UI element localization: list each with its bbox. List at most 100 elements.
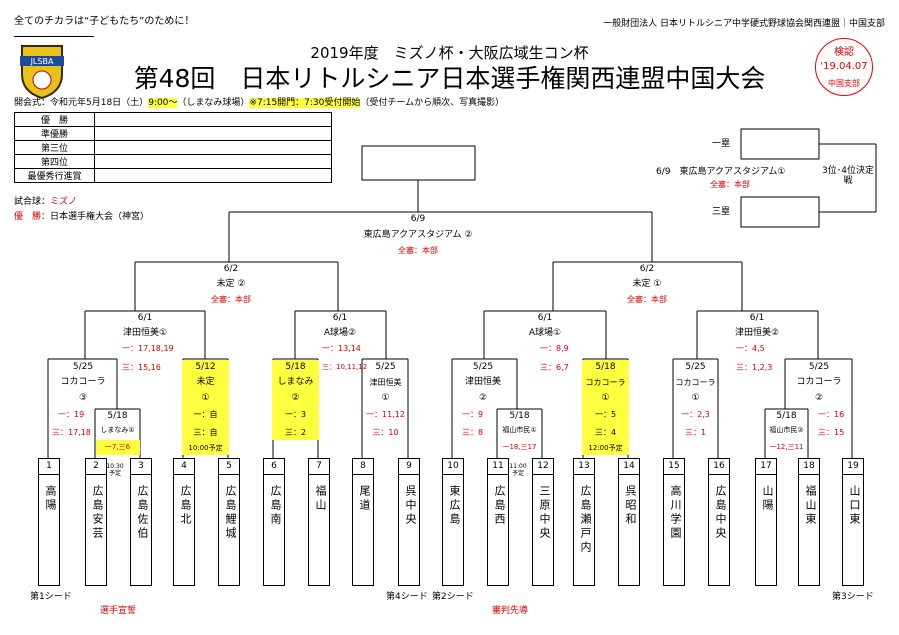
duty-umpire-lead: 審判先導: [492, 606, 529, 616]
team-box: 広島瀬戸内: [573, 474, 595, 586]
r1-2-umpire: 一18,三17: [502, 443, 537, 451]
r2-6-note: 12:00予定: [588, 444, 623, 452]
team-number: 2: [85, 458, 107, 475]
opening-ceremony: 開会式：令和元年5月18日（土）9:00〜（しまなみ球場）※7:15開門：7:3…: [14, 98, 505, 108]
winner-advance: 優 勝：日本選手権大会（神宮）: [14, 212, 150, 222]
third-place-label: 3位･4位決定戦: [822, 166, 874, 186]
team-name: 広島鯉城: [224, 485, 237, 541]
third-place-umpire: 全審：本部: [710, 180, 750, 189]
r2-5-num: ②: [478, 393, 488, 403]
team-number: 9: [398, 458, 420, 475]
seed-4: 第4シード: [386, 592, 428, 602]
team-name: 広島中央: [714, 485, 727, 541]
team-name: 広島西: [493, 485, 506, 527]
r2-8-num: ②: [814, 393, 824, 403]
r2-2-num: ①: [201, 393, 210, 403]
team-box: 広島鯉城: [218, 474, 240, 586]
seed-3: 第3シード: [832, 592, 874, 602]
semi-2-date: 6/2: [639, 264, 655, 274]
team-name: 福山: [314, 485, 327, 513]
r2-2-umpire-3b: 三：自: [193, 428, 218, 437]
team-name: 高川学園: [669, 485, 682, 541]
qf-4-umpire-1b: 一：4,5: [736, 344, 765, 353]
subtitle: 2019年度 ミズノ杯・大阪広域生コン杯: [310, 44, 589, 62]
r1-1-time: 10:30予定: [106, 463, 124, 477]
team-name: 呉昭和: [624, 485, 637, 527]
semi-2-venue: 未定 ①: [632, 279, 662, 289]
qf-4-date: 6/1: [749, 313, 765, 323]
r2-3-num: ②: [291, 393, 300, 403]
team-number: 12: [532, 458, 554, 475]
semi-1-umpire: 全審：本部: [211, 295, 251, 304]
qf-3-date: 6/1: [537, 313, 553, 323]
team-box: 三原中央: [532, 474, 554, 586]
r2-6-venue: コカコーラ: [585, 378, 626, 387]
semi-1-venue: 未定 ②: [216, 279, 246, 289]
team-name: 呉中央: [404, 485, 417, 527]
r2-1-umpire-3b: 三：17,18: [52, 428, 91, 437]
r2-8-umpire-3b: 三：15: [818, 428, 845, 437]
team-name: 広島南: [269, 485, 282, 527]
r2-6-umpire-3b: 三：4: [594, 428, 617, 437]
final-umpire: 全審：本部: [398, 246, 438, 255]
qf-1-date: 6/1: [137, 313, 153, 323]
qf-3-umpire-1b: 一：8,9: [540, 344, 569, 353]
r2-8-umpire-1b: 一：16: [818, 410, 845, 419]
third-place-venue: 6/9 東広島アクアスタジアム①: [656, 167, 786, 177]
r2-2-venue: 未定: [196, 377, 215, 387]
team-box: 山陽: [755, 474, 777, 586]
r1-3-umpire: 一12,三11: [769, 443, 804, 451]
team-name: 尾道: [358, 485, 371, 513]
page-title: 第48回 日本リトルシニア日本選手権関西連盟中国大会: [133, 64, 766, 93]
qf-4-umpire-3b: 三：1,2,3: [736, 363, 773, 372]
team-name: 東広島: [448, 485, 461, 527]
team-box: 広島中央: [708, 474, 730, 586]
qf-2-umpire-3b: 三：10,11,12: [322, 363, 368, 371]
team-number: 16: [708, 458, 730, 475]
duty-oath: 選手宣誓: [100, 606, 137, 616]
semi-1-date: 6/2: [223, 264, 239, 274]
qf-1-umpire-1b: 一：17,18,19: [122, 344, 174, 353]
r2-3-umpire-1b: 一：3: [284, 410, 307, 419]
r2-7-num: ①: [691, 393, 700, 403]
team-box: 広島佐伯: [130, 474, 152, 586]
qf-1-umpire-3b: 三：15,16: [122, 363, 161, 372]
r2-5-umpire-3b: 三：8: [462, 428, 484, 437]
r2-4-umpire-1b: 一：11,12: [366, 410, 405, 419]
r2-3-umpire-3b: 三：2: [284, 428, 307, 437]
team-box: 山口東: [842, 474, 864, 586]
r2-1-umpire-1b: 一：19: [58, 410, 85, 419]
team-name: 高陽: [44, 485, 57, 513]
r1-2-time: 11:00予定: [509, 463, 527, 477]
seed-2: 第2シード: [432, 592, 474, 602]
team-number: 5: [218, 458, 240, 475]
r2-7-umpire-1b: 一：2,3: [681, 410, 710, 419]
r1-2-venue: 福山市民①: [502, 426, 537, 434]
team-box: 広島西: [487, 474, 509, 586]
team-box: 広島北: [173, 474, 195, 586]
team-box: 福山東: [798, 474, 820, 586]
results-table: 優 勝 準優勝 第三位 第四位 最優秀行進賞: [14, 112, 332, 183]
team-box: 福山: [308, 474, 330, 586]
team-number: 10: [442, 458, 464, 475]
team-number: 13: [573, 458, 595, 475]
r2-4-umpire-3b: 三：10: [372, 428, 399, 437]
qf-4-venue: 津田恒美②: [734, 328, 780, 338]
r2-7-umpire-3b: 三：1: [684, 428, 707, 437]
third-place-first-base: 一塁: [712, 139, 731, 149]
team-name: 山陽: [761, 485, 774, 513]
r1-1-umpire: 一7,三6: [104, 443, 131, 451]
r2-1-date: 5/25: [72, 362, 94, 372]
qf-1-venue: 津田恒美①: [122, 328, 168, 338]
r2-2-date: 5/12: [195, 362, 216, 372]
slogan: 全てのチカラは“子どもたち”のために！: [14, 16, 195, 27]
r2-3-venue: しまなみ: [277, 377, 314, 387]
team-number: 1: [38, 458, 60, 475]
team-number: 3: [130, 458, 152, 475]
team-box: 広島南: [263, 474, 285, 586]
team-number: 4: [173, 458, 195, 475]
team-box: 呉中央: [398, 474, 420, 586]
r1-2-date: 5/18: [509, 411, 530, 421]
final-date: 6/9: [410, 214, 426, 224]
